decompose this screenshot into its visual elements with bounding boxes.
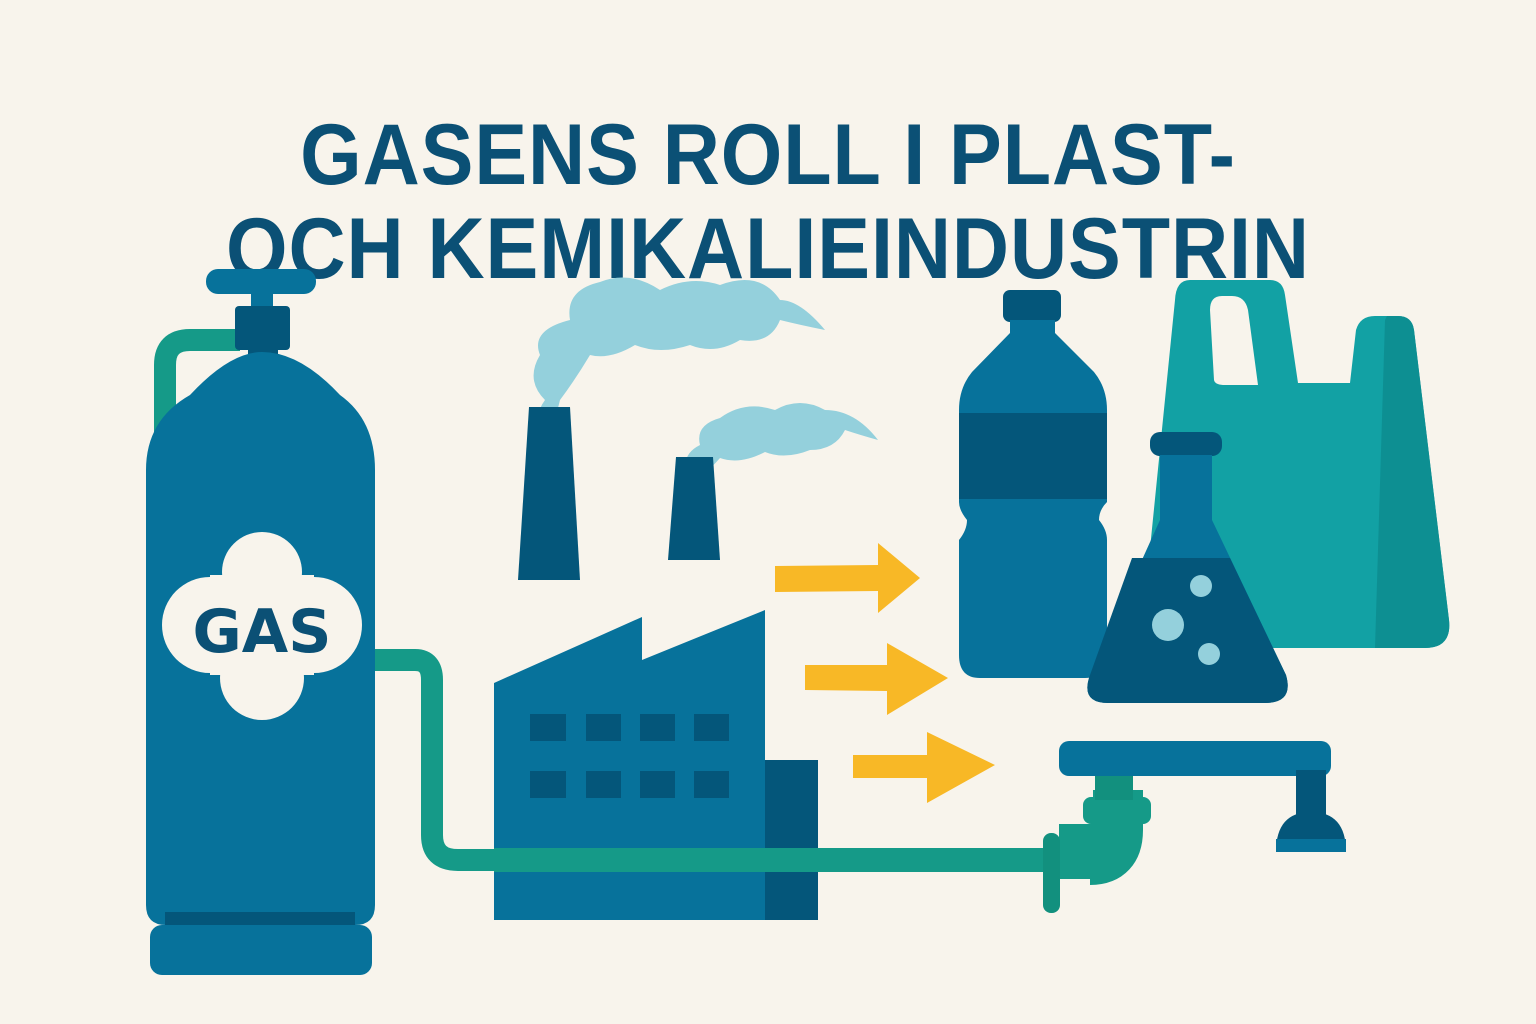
tap-bar [1059, 741, 1331, 776]
erlenmeyer-flask-icon [1087, 432, 1288, 703]
arrow-right-icon [853, 732, 995, 803]
valve-body [235, 306, 290, 350]
gas-label: GAS [193, 597, 332, 667]
bottle-cap [1003, 290, 1061, 322]
page-title: GASENS ROLL I PLAST- OCH KEMIKALIEINDUST… [61, 108, 1474, 296]
pipe-tap-icon [1043, 741, 1346, 913]
factory-building [494, 610, 765, 920]
valve-handle [206, 269, 316, 294]
gas-cylinder-icon: GAS [146, 269, 375, 975]
title-line-2: OCH KEMIKALIEINDUSTRIN [226, 200, 1310, 297]
smoke-icon [533, 277, 878, 505]
arrows [775, 543, 995, 803]
pipe-over-factory [494, 848, 1094, 872]
factory-windows [530, 714, 729, 798]
chimney-left [518, 407, 580, 580]
bottle-label [959, 413, 1107, 499]
title-line-1: GASENS ROLL I PLAST- [300, 106, 1236, 203]
arrow-right-icon [775, 543, 920, 613]
factory-annex [765, 760, 818, 920]
gas-pipe [375, 649, 1090, 871]
chimney-right [668, 457, 720, 560]
bubbles [1152, 575, 1220, 665]
flask-liquid [1087, 558, 1288, 703]
plastic-bottle-icon [959, 290, 1107, 678]
factory-icon [494, 407, 818, 920]
pipe-segment [154, 329, 240, 440]
pipe-coupling [1043, 833, 1060, 913]
cylinder-base [150, 925, 372, 975]
gas-cloud-label: GAS [162, 532, 362, 720]
arrow-right-icon [805, 643, 948, 715]
